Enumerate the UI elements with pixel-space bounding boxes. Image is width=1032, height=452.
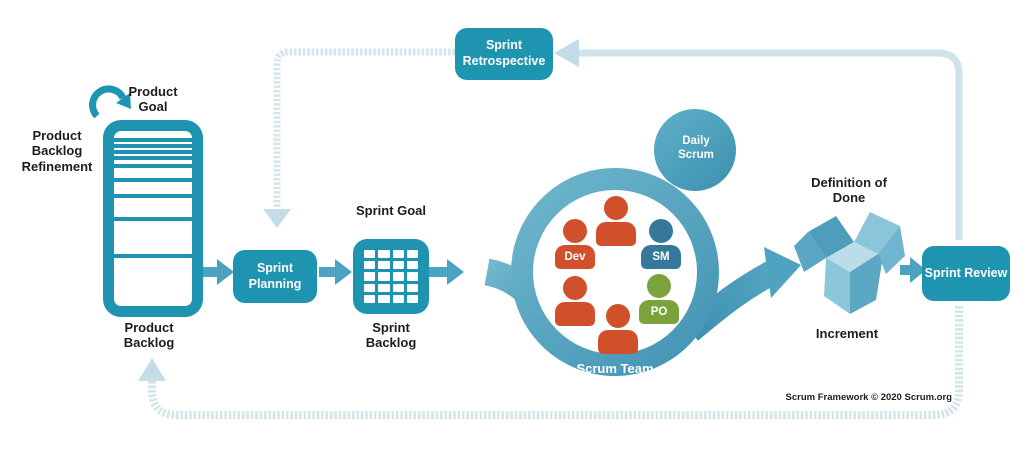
grid-cell bbox=[378, 261, 390, 270]
team-member-scrum-master: SM bbox=[641, 219, 681, 269]
team-member-product-owner: PO bbox=[639, 274, 679, 324]
scrum-team-label: Scrum Team bbox=[576, 361, 654, 376]
grid-cell bbox=[364, 250, 376, 259]
person-torso-icon bbox=[598, 330, 638, 354]
arrowhead-into-planning-icon bbox=[263, 209, 291, 228]
backlog-item-line bbox=[114, 178, 192, 182]
node-sprint-planning: Sprint Planning bbox=[233, 250, 317, 303]
person-torso-icon bbox=[555, 302, 595, 326]
grid-cell bbox=[378, 283, 390, 292]
arrow-backlog-to-planning-icon bbox=[201, 259, 234, 285]
grid-cell bbox=[392, 294, 404, 303]
sprint-backlog-grid-icon bbox=[353, 239, 429, 314]
product-backlog-refinement-label: Product Backlog Refinement bbox=[21, 128, 93, 174]
backlog-item-line bbox=[114, 164, 192, 168]
grid-cell bbox=[378, 272, 390, 281]
person-head-icon bbox=[563, 276, 587, 300]
backlog-item-line bbox=[114, 194, 192, 198]
loop-retrospective-to-planning-dashed-line bbox=[273, 48, 455, 208]
product-goal-label: Product Goal bbox=[128, 84, 178, 115]
sm-role-label: SM bbox=[652, 251, 670, 263]
grid-cell bbox=[364, 261, 376, 270]
team-member-developer bbox=[596, 196, 636, 246]
arrow-increment-to-review-icon bbox=[900, 257, 926, 283]
person-head-icon bbox=[604, 196, 628, 220]
increment-label: Increment bbox=[815, 326, 879, 341]
grid-cell bbox=[406, 294, 418, 303]
person-head-icon bbox=[606, 304, 630, 328]
node-sprint-review: Sprint Review bbox=[922, 246, 1010, 301]
person-torso-icon bbox=[596, 222, 636, 246]
product-backlog-box bbox=[103, 120, 203, 317]
daily-scrum-label: Daily Scrum bbox=[678, 135, 714, 161]
backlog-item-line bbox=[114, 144, 192, 148]
grid-cell bbox=[364, 283, 376, 292]
grid-cell bbox=[392, 283, 404, 292]
increment-open-box-icon bbox=[794, 212, 905, 314]
person-torso-icon: PO bbox=[639, 300, 679, 324]
team-member-dev-labeled: Dev bbox=[555, 219, 595, 269]
person-head-icon bbox=[563, 219, 587, 243]
daily-scrum-circle bbox=[654, 109, 736, 191]
person-head-icon bbox=[649, 219, 673, 243]
arrowhead-into-product-backlog-icon bbox=[138, 358, 166, 381]
loop-review-to-product-backlog-dashed-line bbox=[148, 306, 963, 419]
sprint-goal-label: Sprint Goal bbox=[355, 203, 427, 218]
product-goal-refresh-icon bbox=[89, 85, 131, 119]
person-torso-icon: Dev bbox=[555, 245, 595, 269]
grid-cell bbox=[364, 272, 376, 281]
grid-cell bbox=[392, 272, 404, 281]
grid-cell bbox=[378, 294, 390, 303]
team-member-developer bbox=[555, 276, 595, 326]
person-head-icon bbox=[647, 274, 671, 298]
node-sprint-retrospective: Sprint Retrospective bbox=[455, 28, 553, 80]
grid-cell bbox=[392, 250, 404, 259]
definition-of-done-label: Definition of Done bbox=[811, 175, 887, 206]
product-backlog-items bbox=[114, 131, 192, 306]
arrow-sprint-backlog-to-team-icon bbox=[429, 259, 464, 285]
arrowhead-into-increment-icon bbox=[764, 247, 801, 298]
dev-role-label: Dev bbox=[564, 251, 586, 263]
backlog-item-line bbox=[114, 254, 192, 258]
backlog-item-line bbox=[114, 156, 192, 160]
grid-cell bbox=[406, 261, 418, 270]
arrow-planning-to-sprint-backlog-icon bbox=[319, 259, 352, 285]
team-member-developer bbox=[598, 304, 638, 354]
grid-cell bbox=[406, 250, 418, 259]
grid-cell bbox=[406, 283, 418, 292]
grid-cell bbox=[378, 250, 390, 259]
product-backlog-label: Product Backlog bbox=[123, 320, 175, 351]
arrowhead-into-retrospective-icon bbox=[554, 39, 579, 67]
grid-cell bbox=[364, 294, 376, 303]
backlog-item-line bbox=[114, 138, 192, 142]
person-torso-icon: SM bbox=[641, 245, 681, 269]
po-role-label: PO bbox=[650, 306, 668, 318]
grid-cell bbox=[406, 272, 418, 281]
backlog-item-line bbox=[114, 150, 192, 154]
loop-review-to-retrospective-line bbox=[579, 49, 963, 240]
backlog-item-line bbox=[114, 217, 192, 221]
grid-cell bbox=[392, 261, 404, 270]
copyright-text: Scrum Framework © 2020 Scrum.org bbox=[785, 392, 952, 403]
sprint-backlog-label: Sprint Backlog bbox=[365, 320, 417, 351]
